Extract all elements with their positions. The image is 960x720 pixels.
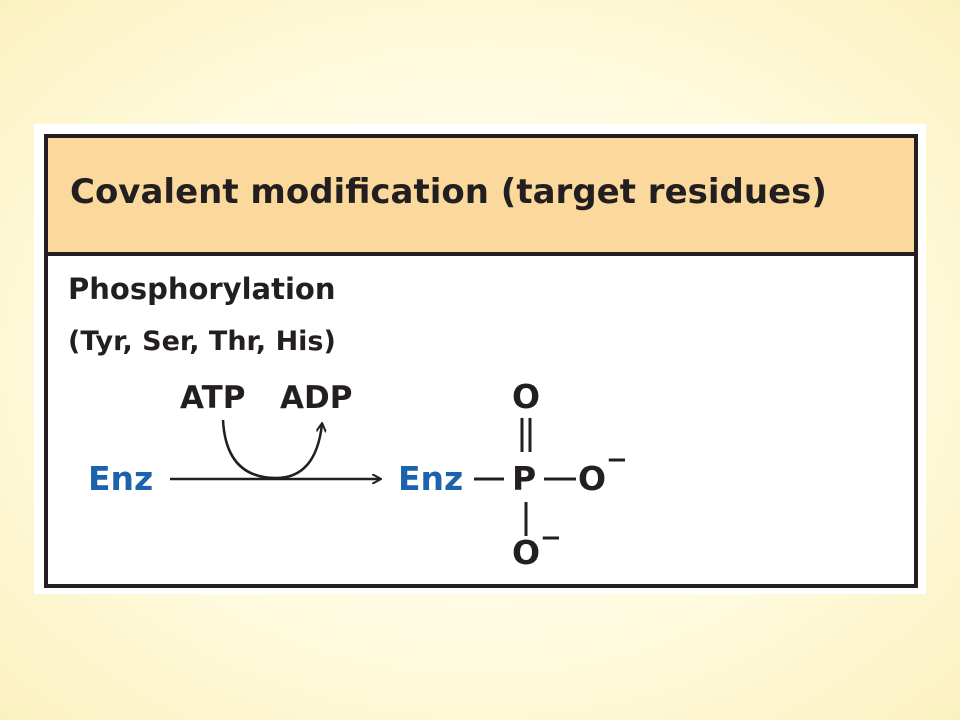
modification-table: Covalent modification (target residues) … [44,134,918,588]
table-header-title: Covalent modification (target residues) [70,172,827,212]
section-title: Phosphorylation [68,272,336,306]
oxygen-right: O [578,459,606,498]
substrate-enzyme-label: Enz [88,459,153,498]
target-residues: (Tyr, Ser, Thr, His) [68,326,336,357]
charge-right: − [606,445,628,475]
atp-label: ATP [180,380,245,416]
adp-label: ADP [280,380,352,416]
phosphorus-atom: P [512,459,536,498]
atp-adp-curved-arrow [221,419,322,480]
charge-bottom: − [540,523,562,553]
oxygen-bottom: O [512,533,540,572]
product-enzyme-label: Enz [398,459,463,498]
oxygen-top: O [512,377,540,416]
table-header: Covalent modification (target residues) [48,138,914,256]
